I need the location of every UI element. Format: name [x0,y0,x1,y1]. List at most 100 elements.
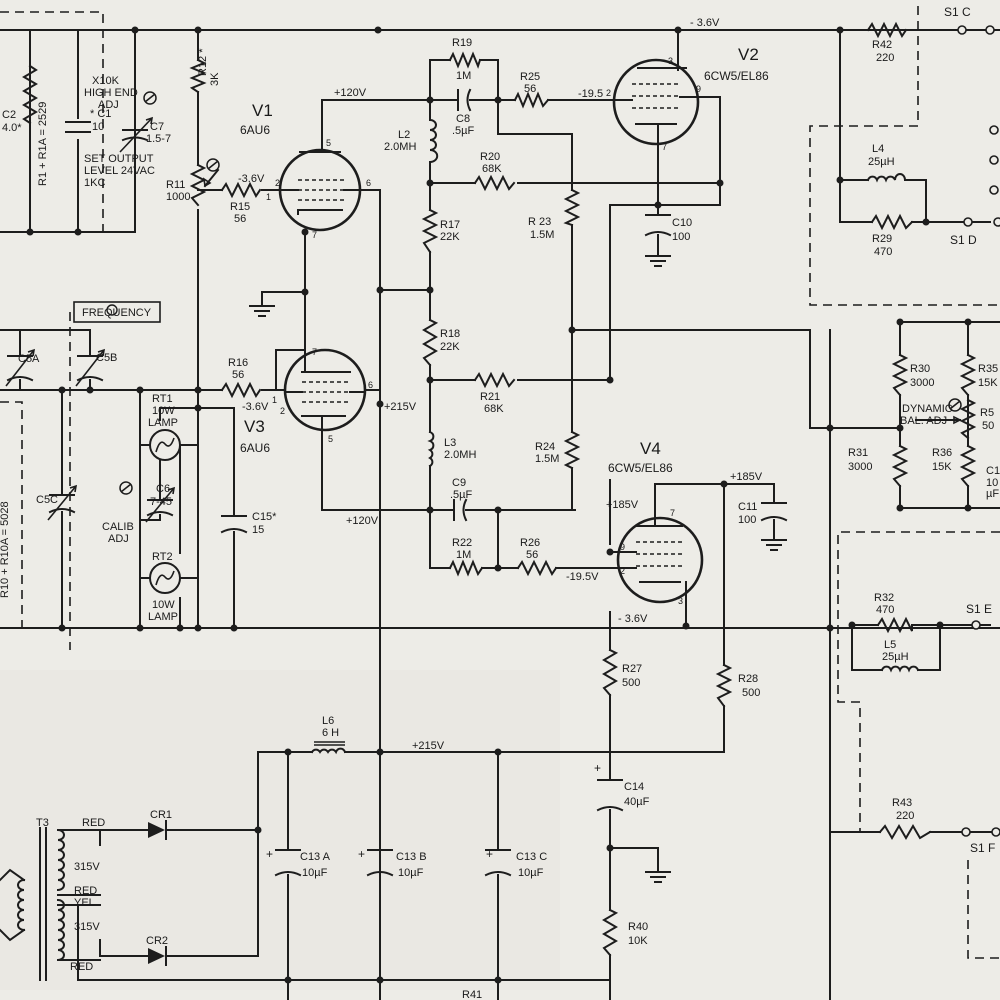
tube-v2 [612,58,701,146]
resistor-r12 [189,58,207,94]
tube-v1 [278,148,362,232]
resistor-r24 [563,430,581,470]
svg-text:7: 7 [312,347,317,357]
svg-text:10µF: 10µF [302,867,328,879]
resistor-r1 [22,64,38,125]
svg-text:10: 10 [986,477,998,489]
svg-text:56: 56 [524,83,536,95]
svg-text:SET OUTPUT: SET OUTPUT [84,153,154,165]
svg-text:RT1: RT1 [152,393,173,405]
svg-text:100: 100 [672,231,690,243]
resistor-r26 [516,559,558,577]
svg-text:315V: 315V [74,861,100,873]
svg-text:56: 56 [526,549,538,561]
resistor-r35 [959,353,977,397]
resistor-r22 [448,559,484,577]
svg-text:-3.6V: -3.6V [242,401,269,413]
svg-text:LAMP: LAMP [148,611,178,623]
svg-text:C5A: C5A [18,353,40,365]
svg-text:3: 3 [668,56,673,66]
svg-text:+185V: +185V [606,499,639,511]
switch-contacts [106,25,1000,837]
resistor-r21 [473,371,516,389]
svg-text:R 23: R 23 [528,216,551,228]
svg-text:CALIB: CALIB [102,521,134,533]
svg-text:.5µF: .5µF [452,125,475,137]
diode-cr2 [148,946,167,966]
resistor-r27 [602,648,619,697]
svg-text:1.5M: 1.5M [530,229,554,241]
svg-text:R43: R43 [892,797,912,809]
svg-text:9: 9 [696,84,701,94]
svg-text:1: 1 [272,395,277,405]
svg-text:15K: 15K [932,461,952,473]
junction-dots [26,26,972,984]
svg-text:C5B: C5B [96,352,117,364]
svg-text:R21: R21 [480,391,500,403]
svg-text:2: 2 [620,566,625,576]
svg-text:CR2: CR2 [146,935,168,947]
svg-text:T3: T3 [36,817,49,829]
svg-text:+215V: +215V [412,740,445,752]
svg-text:25µH: 25µH [882,651,909,663]
svg-text:2.0MH: 2.0MH [384,141,416,153]
svg-text:6 H: 6 H [322,727,339,739]
resistor-r36 [959,444,977,488]
inductor-symbols [310,118,920,755]
svg-text:L5: L5 [884,639,896,651]
svg-text:R25: R25 [520,71,540,83]
svg-text:R29: R29 [872,233,892,245]
svg-text:68K: 68K [484,403,504,415]
inductor-l3 [427,430,435,468]
svg-text:C7: C7 [150,121,164,133]
v3-type: 6AU6 [240,441,270,455]
svg-text:25µH: 25µH [868,156,895,168]
svg-text:R1 + R1A = 2529: R1 + R1A = 2529 [37,102,49,186]
v1-label: V1 [252,101,273,120]
svg-text:C8: C8 [456,113,470,125]
svg-text:+215V: +215V [384,401,417,413]
svg-text:BAL. ADJ: BAL. ADJ [900,415,947,427]
svg-text:22K: 22K [440,231,460,243]
diode-cr1 [148,820,167,840]
svg-text:RT2: RT2 [152,551,173,563]
svg-text:S1 E: S1 E [966,602,992,616]
resistor-r42 [866,21,908,39]
resistor-r16 [220,381,262,399]
svg-text:* C1: * C1 [90,108,111,120]
svg-text:C9: C9 [452,477,466,489]
svg-text:1M: 1M [456,549,471,561]
resistor-r18 [422,318,439,367]
svg-text:7: 7 [670,508,675,518]
svg-text:7: 7 [662,142,667,152]
v3-label: V3 [244,417,265,436]
svg-text:R41: R41 [462,989,482,1000]
svg-text:10W: 10W [152,405,175,417]
svg-text:C11: C11 [738,501,757,513]
svg-text:6: 6 [368,380,373,390]
svg-text:315V: 315V [74,921,100,933]
svg-text:15: 15 [252,524,264,536]
svg-text:-3.6V: -3.6V [238,173,265,185]
resistor-r30 [891,353,909,397]
svg-text:1.5M: 1.5M [535,453,559,465]
svg-text:R31: R31 [848,447,868,459]
svg-text:15K: 15K [978,377,998,389]
svg-text:L6: L6 [322,715,334,727]
svg-text:C14: C14 [624,781,644,793]
svg-text:R42: R42 [872,39,892,51]
svg-text:R22: R22 [452,537,472,549]
svg-text:R5: R5 [980,407,994,419]
v2-type: 6CW5/EL86 [704,69,769,83]
svg-text:R24: R24 [535,441,555,453]
svg-text:X10K: X10K [92,75,120,87]
svg-text:S1 F: S1 F [970,841,995,855]
resistor-r11 [189,163,207,207]
svg-text:3000: 3000 [910,377,934,389]
svg-text:220: 220 [876,52,894,64]
svg-text:500: 500 [742,687,760,699]
resistor-r29 [870,213,914,231]
svg-text:HIGH END: HIGH END [84,87,138,99]
svg-text:5: 5 [328,434,333,444]
svg-text:500: 500 [622,677,640,689]
